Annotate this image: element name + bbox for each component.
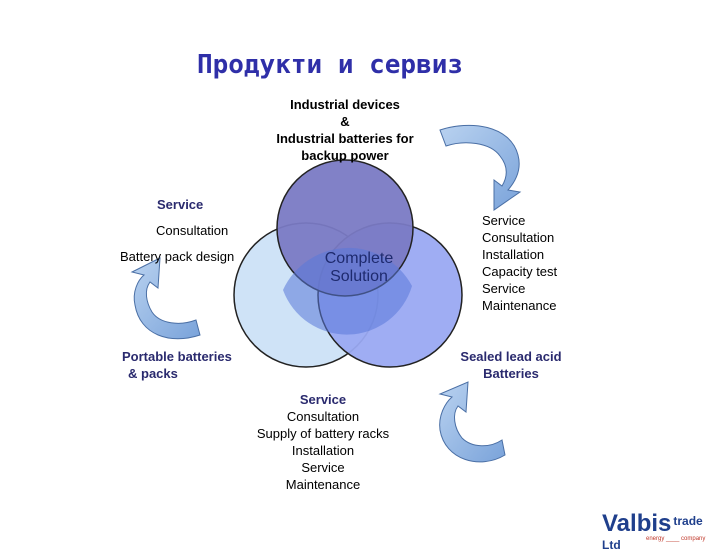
bottom-service-list: Service Consultation Supply of battery r… bbox=[238, 391, 408, 493]
right-product-line: Batteries bbox=[483, 366, 539, 381]
logo-main-text: Valbis bbox=[602, 510, 672, 537]
bottom-service-line: Installation bbox=[291, 443, 355, 458]
bottom-service-line: Service bbox=[299, 392, 347, 407]
top-node-line: Industrial devices bbox=[290, 97, 400, 112]
center-label-line: Solution bbox=[330, 268, 388, 285]
arrow-left bbox=[130, 257, 201, 340]
right-product-line: Sealed lead acid bbox=[460, 349, 562, 364]
right-service-line: Maintenance bbox=[482, 298, 557, 313]
bottom-service-line: Maintenance bbox=[285, 477, 361, 492]
arrow-top-right bbox=[439, 124, 522, 211]
top-node-line: Industrial batteries for bbox=[276, 131, 414, 146]
top-node-line: backup power bbox=[301, 148, 389, 163]
left-product-label: Portable batteries & packs bbox=[122, 348, 232, 382]
page-title: Продукти и сервиз bbox=[196, 50, 464, 80]
right-service-line: Service bbox=[482, 281, 526, 296]
right-service-line: Capacity test bbox=[482, 264, 558, 279]
top-node-label: Industrial devices & Industrial batterie… bbox=[240, 96, 450, 164]
bottom-service-line: Supply of battery racks bbox=[256, 426, 390, 441]
circle-overlap bbox=[283, 247, 412, 335]
right-product-label: Sealed lead acid Batteries bbox=[446, 348, 576, 382]
center-label-line: Complete bbox=[324, 250, 394, 267]
left-product-line: Portable batteries bbox=[122, 349, 232, 364]
left-service-item: Battery pack design bbox=[120, 249, 235, 264]
bottom-service-line: Service bbox=[301, 460, 345, 475]
venn-diagram bbox=[130, 124, 522, 463]
center-label: Complete Solution bbox=[300, 250, 418, 286]
logo-tagline: energy ____ company bbox=[646, 536, 706, 542]
left-product-line: & packs bbox=[128, 366, 178, 381]
right-service-line: Consultation bbox=[482, 230, 555, 245]
left-service-item: Consultation bbox=[156, 223, 229, 238]
right-service-line: Service bbox=[482, 213, 526, 228]
bottom-service-line: Consultation bbox=[286, 409, 360, 424]
arrow-bottom-right bbox=[438, 381, 506, 463]
left-service-heading: Service bbox=[157, 197, 204, 212]
right-service-list: Service Consultation Installation Capaci… bbox=[482, 212, 557, 314]
right-service-line: Installation bbox=[482, 247, 545, 262]
top-node-line: & bbox=[340, 114, 350, 129]
